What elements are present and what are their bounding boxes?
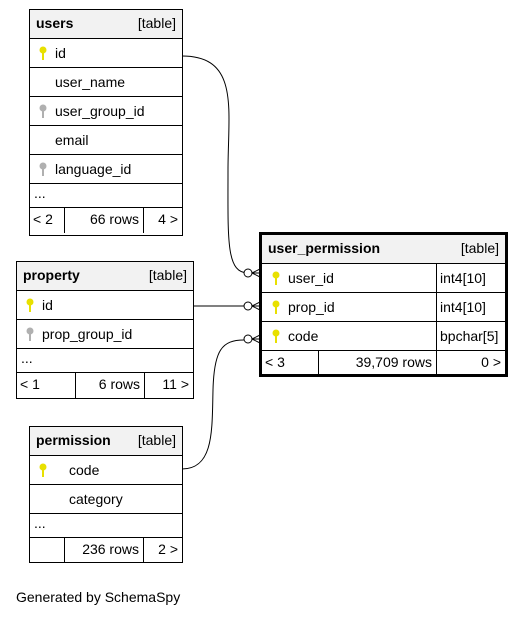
- row-count: 39,709 rows: [355, 354, 432, 370]
- edge-end-circle: [243, 268, 253, 278]
- table-footer: < 2 66 rows 4 >: [30, 208, 182, 233]
- column-name: prop_id: [288, 299, 335, 315]
- column-name: id: [42, 297, 53, 313]
- row-count: 236 rows: [82, 541, 139, 557]
- primary-key-icon: [272, 329, 280, 343]
- table-footer: 236 rows 2 >: [30, 538, 182, 563]
- column-type: int4[10]: [440, 270, 486, 286]
- table-user-permission[interactable]: user_permission [table] user_id int4[10]…: [259, 232, 508, 377]
- row-count: 66 rows: [89, 211, 139, 227]
- children-link[interactable]: 2 >: [158, 541, 178, 557]
- column-name: category: [69, 491, 123, 507]
- table-property[interactable]: property [table] id prop_group_id ... < …: [16, 261, 194, 399]
- foreign-key-icon: [26, 327, 34, 341]
- table-kind: [table]: [137, 432, 176, 448]
- table-permission[interactable]: permission [table] code category ... 236…: [29, 426, 183, 563]
- column-row: email: [30, 126, 182, 155]
- edge-users-user-permission: [181, 55, 249, 274]
- column-name: user_name: [55, 74, 126, 90]
- column-name: code: [288, 328, 319, 344]
- more-columns: ...: [30, 184, 182, 208]
- column-name: user_id: [288, 270, 334, 286]
- column-row: prop_id int4[10]: [262, 293, 505, 322]
- column-row: code bpchar[5]: [262, 322, 505, 351]
- column-row: id: [30, 39, 182, 68]
- column-row: id: [17, 291, 193, 320]
- table-header: permission [table]: [30, 427, 182, 456]
- primary-key-icon: [39, 46, 47, 60]
- edge-permission-user-permission: [181, 339, 245, 470]
- primary-key-icon: [272, 300, 280, 314]
- table-header: user_permission [table]: [262, 235, 505, 264]
- table-footer: < 3 39,709 rows 0 >: [262, 351, 505, 376]
- column-row: prop_group_id: [17, 320, 193, 349]
- column-type: bpchar[5]: [440, 328, 499, 344]
- column-row: user_name: [30, 68, 182, 97]
- children-link[interactable]: 11 >: [162, 376, 189, 392]
- parents-link[interactable]: < 2: [33, 211, 53, 227]
- table-name: user_permission: [268, 240, 381, 256]
- column-name: code: [69, 462, 100, 478]
- table-kind: [table]: [460, 240, 499, 256]
- edge-end-circle: [243, 301, 253, 311]
- foreign-key-icon: [39, 104, 47, 118]
- column-type: int4[10]: [440, 299, 486, 315]
- parents-link[interactable]: < 1: [20, 376, 40, 392]
- table-header: users [table]: [30, 10, 182, 39]
- table-name: permission: [36, 432, 111, 448]
- column-name: user_group_id: [55, 103, 145, 119]
- table-users[interactable]: users [table] id user_name user_group_id…: [29, 9, 183, 236]
- table-header: property [table]: [17, 262, 193, 291]
- table-name: property: [23, 267, 80, 283]
- primary-key-icon: [26, 298, 34, 312]
- column-row: language_id: [30, 155, 182, 184]
- more-columns: ...: [17, 349, 193, 373]
- table-kind: [table]: [137, 15, 176, 31]
- edge-end-circle: [243, 334, 253, 344]
- column-row: user_id int4[10]: [262, 264, 505, 293]
- primary-key-icon: [39, 463, 47, 477]
- children-link[interactable]: 0 >: [481, 354, 501, 370]
- column-name: prop_group_id: [42, 326, 133, 342]
- more-columns: ...: [30, 514, 182, 538]
- column-name: email: [55, 132, 89, 148]
- row-count: 6 rows: [98, 376, 140, 392]
- children-link[interactable]: 4 >: [158, 211, 178, 227]
- parents-link[interactable]: < 3: [265, 354, 285, 370]
- generator-caption: Generated by SchemaSpy: [16, 589, 181, 605]
- table-name: users: [36, 15, 74, 31]
- column-row: code: [30, 456, 182, 485]
- table-kind: [table]: [148, 267, 187, 283]
- primary-key-icon: [272, 271, 280, 285]
- foreign-key-icon: [39, 162, 47, 176]
- column-name: language_id: [55, 161, 132, 177]
- column-row: user_group_id: [30, 97, 182, 126]
- column-name: id: [55, 45, 66, 61]
- table-footer: < 1 6 rows 11 >: [17, 373, 193, 398]
- column-row: category: [30, 485, 182, 514]
